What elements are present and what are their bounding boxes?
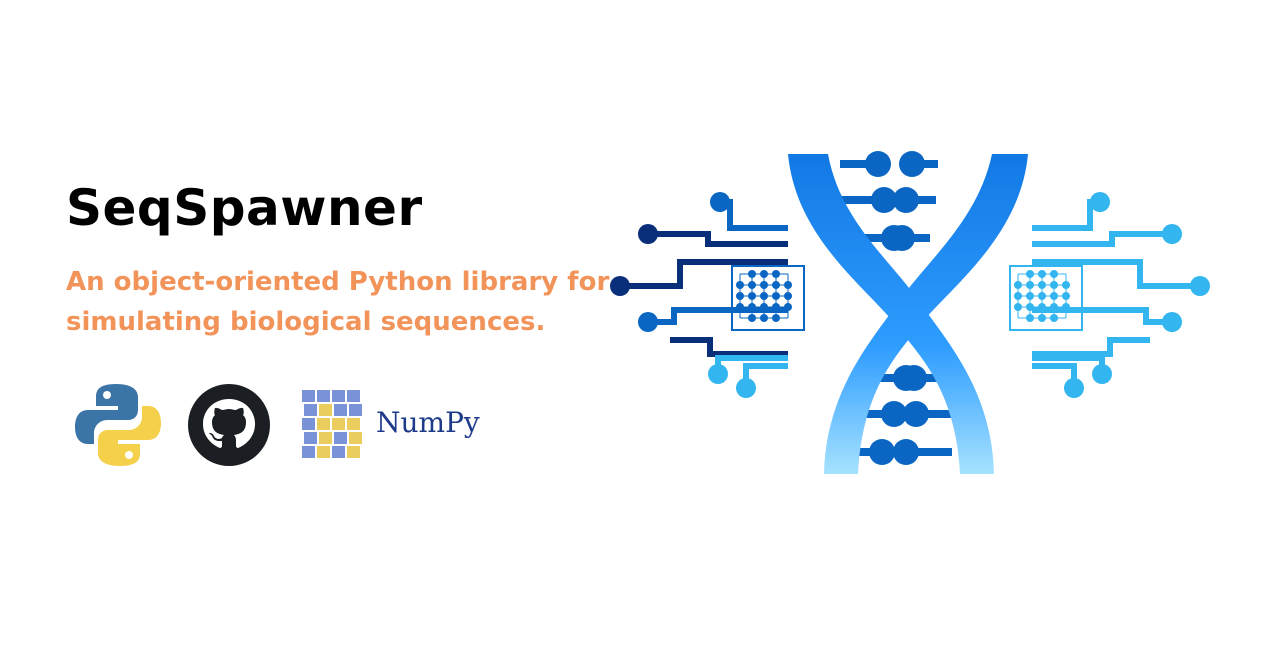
circuit-trace <box>1032 259 1200 289</box>
numpy-label: NumPy <box>376 406 480 439</box>
circuit-node <box>638 312 658 332</box>
numpy-cube-cell <box>347 390 360 402</box>
base-pair-node <box>881 401 907 427</box>
base-pair-node <box>869 439 895 465</box>
dna-strand-2 <box>824 154 1028 474</box>
numpy-cube-cell <box>302 390 315 402</box>
numpy-cube-cell <box>334 404 347 416</box>
numpy-cube-cell <box>319 432 332 444</box>
numpy-cube-icon <box>302 390 362 458</box>
circuit-node <box>1190 276 1210 296</box>
base-pair-node <box>899 151 925 177</box>
circuit-node <box>710 192 730 212</box>
numpy-cube-cell <box>317 418 330 430</box>
numpy-cube-cell <box>332 446 345 458</box>
circuit-trace <box>1032 307 1172 325</box>
circuit-node <box>610 276 630 296</box>
dna-circuit-illustration <box>610 151 1210 474</box>
circuit-right <box>1032 192 1210 398</box>
chip-outline <box>731 265 805 331</box>
numpy-cube-cell <box>349 404 362 416</box>
circuit-node <box>638 224 658 244</box>
python-icon <box>75 384 161 466</box>
circuit-trace <box>1032 337 1150 357</box>
github-icon <box>188 384 270 466</box>
numpy-cube-cell <box>347 418 360 430</box>
circuit-trace <box>1032 231 1172 247</box>
circuit-node <box>736 378 756 398</box>
numpy-cube-cell <box>332 390 345 402</box>
circuit-trace <box>1032 199 1100 231</box>
circuit-node <box>1090 192 1110 212</box>
circuit-trace <box>720 199 788 231</box>
numpy-cube-cell <box>304 404 317 416</box>
numpy-cube-cell <box>302 418 315 430</box>
chip-grid-left <box>731 265 805 331</box>
tagline-line-1: An object-oriented Python library for <box>66 267 610 297</box>
numpy-cube-cell <box>319 404 332 416</box>
numpy-cube-cell <box>302 446 315 458</box>
circuit-node <box>1092 364 1112 384</box>
numpy-cube-cell <box>332 418 345 430</box>
base-pair-node <box>871 187 897 213</box>
page-title: SeqSpawner <box>66 179 423 237</box>
base-pair-node <box>893 187 919 213</box>
numpy-cube-cell <box>317 446 330 458</box>
base-pair-node <box>903 401 929 427</box>
tagline-line-2: simulating biological sequences. <box>66 307 546 337</box>
circuit-node <box>1064 378 1084 398</box>
circuit-node <box>1162 224 1182 244</box>
circuit-trace <box>648 231 788 247</box>
chip-grid-right <box>1009 265 1083 331</box>
numpy-cube-cell <box>317 390 330 402</box>
circuit-node <box>708 364 728 384</box>
numpy-cube-cell <box>304 432 317 444</box>
circuit-trace <box>620 259 788 289</box>
numpy-cube-cell <box>334 432 347 444</box>
chip-outline <box>1009 265 1083 331</box>
circuit-node <box>1162 312 1182 332</box>
circuit-trace <box>670 337 788 357</box>
base-pair-node <box>889 225 915 251</box>
base-pair-node <box>893 439 919 465</box>
numpy-cube-cell <box>349 432 362 444</box>
base-pair-node <box>901 365 927 391</box>
base-pair-node <box>865 151 891 177</box>
tagline: An object-oriented Python library for si… <box>66 262 626 342</box>
numpy-cube-cell <box>347 446 360 458</box>
